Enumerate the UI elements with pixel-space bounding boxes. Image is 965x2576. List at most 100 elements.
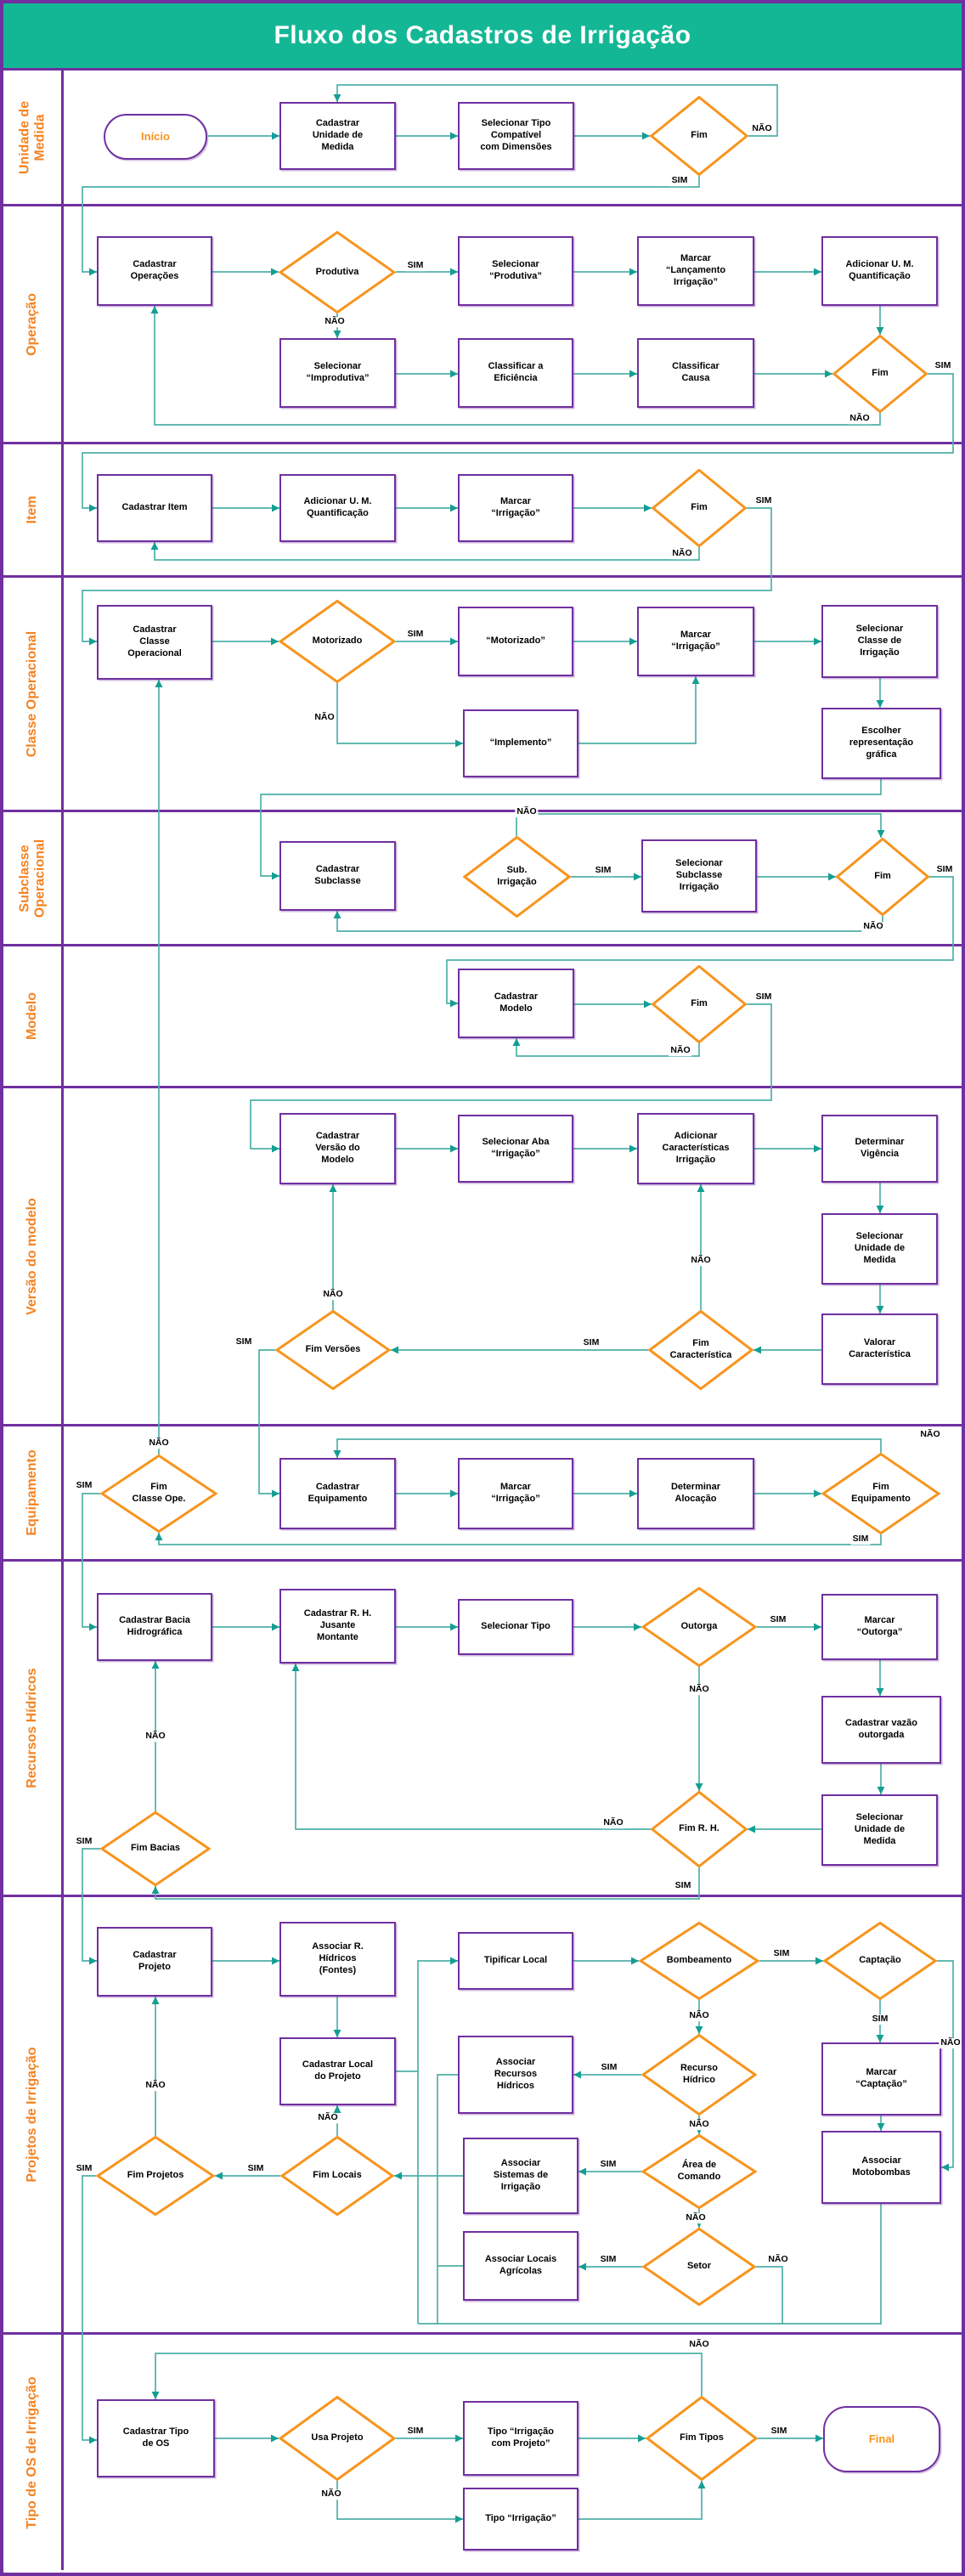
edge-label-29-sim: SIM — [74, 1836, 94, 1847]
edge-label-22-nao: NÃO — [918, 1429, 942, 1440]
node-label-produtiva: Produtiva — [315, 266, 359, 277]
lane-label-cell-modelo: Modelo — [3, 946, 64, 1086]
node-tipo-irrigacao-com-projeto: Tipo “Irrigação com Projeto” — [463, 2401, 578, 2476]
node-adicionar-um-quantificacao-item: Adicionar U. M. Quantificação — [279, 474, 396, 542]
diamond-shape-recurso-hidrico — [641, 2034, 757, 2116]
node-cadastrar-versao-modelo: Cadastrar Versão do Modelo — [279, 1113, 396, 1184]
node-adicionar-caracteristicas-irrigacao: Adicionar Características Irrigação — [637, 1113, 754, 1184]
node-label-fim-modelo: Fim — [691, 998, 708, 1009]
node-cadastrar-modelo: Cadastrar Modelo — [458, 969, 574, 1038]
node-selecionar-aba-irrigacao: Selecionar Aba “Irrigação” — [458, 1115, 573, 1183]
edge-label-26-nao: NÃO — [601, 1817, 625, 1828]
edge-label-6-sim: SIM — [753, 495, 774, 506]
edge-19 — [150, 542, 700, 561]
edge-label-33-nao: NÃO — [687, 2010, 711, 2021]
node-fim-modelo: Fim — [652, 965, 747, 1043]
edge-53 — [155, 1533, 882, 1545]
diamond-shape-fim-unidade — [650, 96, 748, 176]
node-selecionar-unidade-medida-rh: Selecionar Unidade de Medida — [821, 1794, 938, 1866]
node-sub-irrigacao: Sub. Irrigação — [463, 836, 571, 918]
node-selecionar-improdutiva: Selecionar “Improdutiva” — [279, 338, 396, 408]
node-marcar-outorga: Marcar “Outorga” — [821, 1594, 938, 1660]
node-label-area-de-comando: Área de Comando — [677, 2160, 721, 2182]
node-fim-versoes: Fim Versões — [275, 1310, 391, 1390]
node-produtiva: Produtiva — [279, 231, 396, 314]
edge-label-11-sim: SIM — [593, 865, 613, 876]
node-cadastrar-rh-jusante-montante: Cadastrar R. H. Jusante Montante — [279, 1589, 396, 1664]
diamond-shape-captacao — [823, 1922, 937, 2000]
diamond-shape-bombeamento — [639, 1922, 759, 2000]
node-fim-operacao: Fim — [832, 335, 928, 413]
edge-label-47-nao: NÃO — [687, 2339, 711, 2350]
edge-label-18-nao: NÃO — [321, 1289, 345, 1300]
node-selecionar-tipo-compativel: Selecionar Tipo Compatível com Dimensões — [458, 102, 574, 170]
edge-label-21-sim: SIM — [74, 1480, 94, 1491]
node-cadastrar-vazao-outorgada: Cadastrar vazão outorgada — [821, 1696, 941, 1764]
edge-20 — [82, 507, 772, 646]
node-associar-sistemas-irrigacao: Associar Sistemas de Irrigação — [463, 2138, 578, 2214]
node-label-fim-projetos: Fim Projetos — [127, 2170, 184, 2181]
node-cadastrar-bacia-hidrografica: Cadastrar Bacia Hidrográfica — [97, 1593, 212, 1661]
node-label-fim-versoes: Fim Versões — [305, 1344, 361, 1355]
node-fim-item: Fim — [652, 469, 747, 547]
lane-versao-do-modelo: Versão do modelo — [3, 1086, 962, 1424]
node-setor: Setor — [642, 2228, 756, 2306]
edge-label-13-nao: NÃO — [861, 921, 885, 932]
lane-label-cell-operacao: Operação — [3, 206, 64, 442]
diamond-shape-fim-item — [652, 469, 747, 547]
edge-label-5-sim: SIM — [933, 360, 953, 371]
diamond-shape-fim-versoes — [275, 1310, 391, 1390]
lane-unidade-de-medida: Unidade de Medida — [3, 68, 962, 204]
edge-88 — [437, 2074, 458, 2325]
node-associar-motobombas: Associar Motobombas — [821, 2131, 941, 2204]
edge-label-28-nao: NÃO — [144, 1731, 167, 1742]
edge-label-10-nao: NÃO — [515, 806, 539, 817]
node-selecionar-produtiva: Selecionar “Produtiva” — [458, 236, 573, 306]
diamond-shape-fim-projetos — [96, 2136, 215, 2216]
lane-item: Item — [3, 442, 962, 575]
lane-classe-operacional: Classe Operacional — [3, 575, 962, 810]
edge-label-8-sim: SIM — [405, 629, 426, 640]
node-bombeamento: Bombeamento — [639, 1922, 759, 2000]
node-selecionar-classe-irrigacao: Selecionar Classe de Irrigação — [821, 605, 938, 678]
node-cadastrar-classe-operacional: Cadastrar Classe Operacional — [97, 605, 212, 680]
node-fim-classe-ope: Fim Classe Ope. — [100, 1455, 217, 1533]
lane-tipo-de-os-de-irrigacao: Tipo de OS de Irrigação — [3, 2332, 962, 2570]
edge-label-27-sim: SIM — [673, 1880, 693, 1891]
edge-label-43-nao: NÃO — [766, 2254, 790, 2265]
diamond-shape-motorizado — [279, 600, 396, 683]
edge-96 — [578, 2481, 706, 2520]
edge-73 — [937, 1960, 954, 2172]
node-fim-unidade: Fim — [650, 96, 748, 176]
edge-3 — [333, 84, 778, 137]
node-adicionar-um-quantificacao-operacao: Adicionar U. M. Quantificação — [821, 236, 938, 306]
node-label-setor: Setor — [686, 2261, 712, 2272]
edge-35 — [512, 1038, 700, 1057]
node-selecionar-tipo-rh: Selecionar Tipo — [458, 1599, 573, 1655]
diamond-shape-fim-locais — [280, 2136, 394, 2216]
node-marcar-lancamento-irrigacao: Marcar “Lançamento Irrigação” — [637, 236, 754, 306]
lane-label-cell-classe-operacional: Classe Operacional — [3, 578, 64, 810]
edge-label-45-nao: NÃO — [319, 2488, 343, 2500]
lane-label-cell-tipo-de-os-de-irrigacao: Tipo de OS de Irrigação — [3, 2335, 64, 2570]
edge-label-42-sim: SIM — [598, 2254, 618, 2265]
edge-63 — [151, 1867, 700, 1900]
edge-label-12-sim: SIM — [934, 864, 955, 875]
node-valorar-caracteristica: Valorar Característica — [821, 1313, 938, 1385]
node-fim-projetos: Fim Projetos — [96, 2136, 215, 2216]
edge-label-4-nao: NÃO — [848, 413, 872, 424]
node-label-fim-rh: Fim R. H. — [679, 1823, 720, 1834]
node-classificar-causa: Classificar Causa — [637, 338, 754, 408]
edge-62 — [291, 1664, 651, 1830]
node-associar-recursos-hidricos: Associar Recursos Hídricos — [458, 2036, 573, 2114]
node-cadastrar-equipamento: Cadastrar Equipamento — [279, 1458, 396, 1529]
node-tipificar-local: Tipificar Local — [458, 1932, 573, 1990]
edge-label-40-nao: NÃO — [144, 2080, 167, 2091]
edge-label-14-sim: SIM — [753, 991, 774, 1003]
node-label-fim-tipos: Fim Tipos — [680, 2432, 724, 2443]
node-label-fim-subclasse: Fim — [874, 871, 891, 882]
node-label-fim-classe-ope: Fim Classe Ope. — [132, 1482, 186, 1504]
node-label-motorizado: Motorizado — [312, 636, 363, 647]
node-label-recurso-hidrico: Recurso Hídrico — [680, 2063, 719, 2085]
